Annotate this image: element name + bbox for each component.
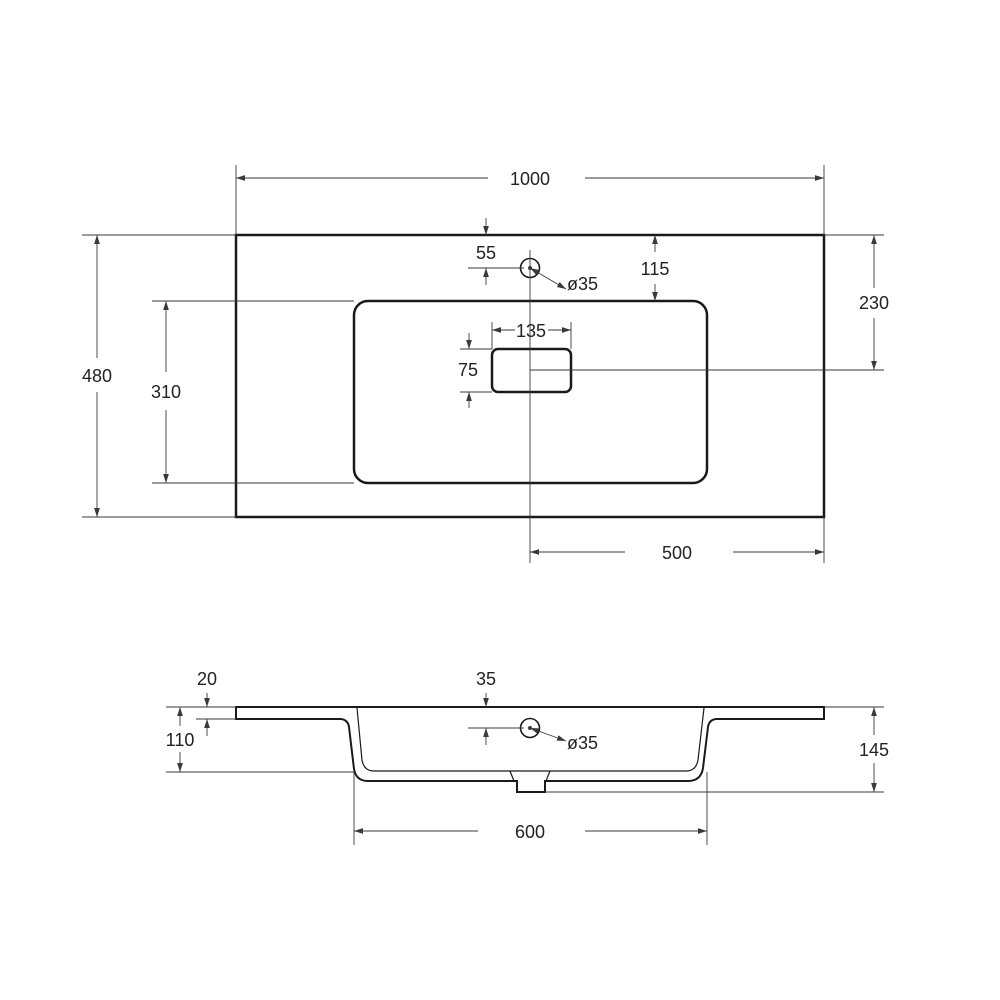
dim-bowl-height: 110 xyxy=(166,706,354,773)
basin-profile xyxy=(235,706,825,793)
dim-bowl-depth: 310 xyxy=(151,300,354,484)
label-drain-height: 75 xyxy=(458,360,478,380)
drain-flange xyxy=(509,770,551,782)
label-overall-depth: 480 xyxy=(82,366,112,386)
dim-tap-offset: 55 xyxy=(468,218,524,285)
label-side-tap-hole-diameter: ø35 xyxy=(567,733,598,753)
dim-total-height: 145 xyxy=(545,706,889,793)
dim-slab-thickness: 20 xyxy=(196,669,236,736)
dim-drain-width: 135 xyxy=(491,321,572,349)
label-overall-width: 1000 xyxy=(510,169,550,189)
label-bowl-height: 110 xyxy=(166,730,195,750)
dim-overall-depth: 480 xyxy=(82,234,236,518)
side-tap-hole-leader xyxy=(529,727,567,742)
dim-bowl-width: 600 xyxy=(353,772,708,845)
label-drain-width: 135 xyxy=(516,321,546,341)
label-bowl-depth: 310 xyxy=(151,382,181,402)
label-bowl-width: 600 xyxy=(515,822,545,842)
label-centerline-depth: 230 xyxy=(859,293,889,313)
top-view: 1000 480 310 55 ø35 xyxy=(82,165,889,563)
dim-drain-height: 75 xyxy=(458,333,492,408)
side-view: 20 110 35 ø35 145 xyxy=(166,669,889,845)
dim-overall-width: 1000 xyxy=(235,165,825,235)
label-slab-thickness: 20 xyxy=(197,669,217,689)
label-half-width: 500 xyxy=(662,543,692,563)
dim-half-width: 500 xyxy=(530,517,825,563)
label-side-tap-offset: 35 xyxy=(476,669,496,689)
basin-inner-line xyxy=(356,707,705,772)
label-tap-offset: 55 xyxy=(476,243,496,263)
label-total-height: 145 xyxy=(859,740,889,760)
label-tap-hole-diameter: ø35 xyxy=(567,274,598,294)
drain-outline xyxy=(490,347,573,394)
bowl-outline xyxy=(352,299,709,485)
label-tap-to-bowl: 115 xyxy=(641,259,670,279)
tap-hole-leader xyxy=(529,267,567,290)
dim-tap-to-bowl: 115 xyxy=(641,235,670,301)
dim-centerline-depth: 230 xyxy=(530,234,889,371)
dim-side-tap-offset: 35 xyxy=(468,669,524,745)
